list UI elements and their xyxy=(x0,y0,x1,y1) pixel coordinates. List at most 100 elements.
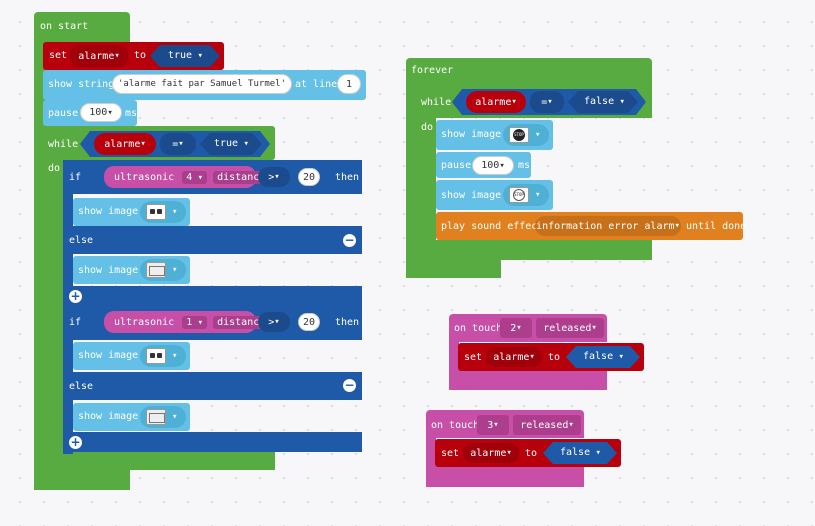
image-dropdown[interactable]: ▾ xyxy=(140,201,186,223)
threshold-input[interactable]: 20 xyxy=(298,168,320,186)
forever-pause-dropdown[interactable]: 100 xyxy=(472,156,514,175)
while-keyword: while xyxy=(48,139,79,150)
forever-condition[interactable]: alarme = false xyxy=(452,89,646,115)
add-else-icon-2[interactable]: + xyxy=(69,435,82,449)
boolean-true-dropdown[interactable]: true xyxy=(150,45,220,67)
threshold-value: 20 xyxy=(302,316,316,328)
variable-dropdown-alarme[interactable]: alarme xyxy=(70,45,128,67)
ultrasonic-sensor-block[interactable]: ultrasonic 4 distance xyxy=(104,166,270,188)
forever-while-arm xyxy=(416,116,436,244)
stop-sign-text: STOP xyxy=(513,189,525,201)
on-start-foot xyxy=(34,468,130,490)
variable-dropdown[interactable]: alarme xyxy=(486,347,542,367)
remove-else-icon-2[interactable]: − xyxy=(343,378,356,392)
on-touch-3-arm xyxy=(426,436,436,487)
to-keyword: to xyxy=(134,50,147,61)
on-touch-3-foot xyxy=(426,466,584,487)
show-image-keyword: show image xyxy=(78,206,139,217)
if-1-arm xyxy=(63,192,73,316)
forever-hat[interactable] xyxy=(406,58,652,88)
on-touch-2-foot xyxy=(449,370,607,390)
chevron-down-icon: ▾ xyxy=(172,265,178,275)
sensor-port-dropdown[interactable]: 1 xyxy=(182,315,208,329)
distance-label: distance xyxy=(213,170,270,184)
stop-image-dropdown[interactable]: STOP ▾ xyxy=(503,124,549,146)
chevron-down-icon: ▾ xyxy=(172,412,178,422)
else-image-dropdown[interactable]: ▾ xyxy=(140,259,186,281)
forever-while-foot xyxy=(416,240,652,260)
then-keyword-2: then xyxy=(335,317,360,328)
else-show-image-keyword-2: show image xyxy=(78,411,139,422)
forever-variable: alarme xyxy=(475,96,512,108)
chevron-down-icon: ▾ xyxy=(535,190,541,200)
until-done-keyword: until done xyxy=(686,221,747,232)
pause-value: 100 xyxy=(89,107,108,118)
while-variable: alarme xyxy=(104,138,141,150)
equals-operator-dropdown[interactable]: = xyxy=(160,133,196,155)
while-condition[interactable]: alarme = true xyxy=(80,131,270,157)
if-keyword-2: if xyxy=(69,317,82,328)
forever-value: false xyxy=(584,96,625,107)
sensor-port: 4 xyxy=(186,171,193,183)
distance-label: distance xyxy=(213,315,270,329)
else-keyword-2: else xyxy=(69,381,94,392)
threshold-value: 20 xyxy=(302,171,316,183)
chevron-down-icon: ▾ xyxy=(535,130,541,140)
set-keyword: set xyxy=(49,50,68,61)
to-keyword: to xyxy=(525,448,538,459)
ms-label: ms xyxy=(125,108,138,119)
forever-foot xyxy=(406,258,501,278)
boolean-value: true xyxy=(168,50,203,61)
while-variable-dropdown[interactable]: alarme xyxy=(94,133,156,155)
comparison-dropdown-2[interactable]: > xyxy=(258,312,290,332)
else-keyword: else xyxy=(69,235,94,246)
while-foot xyxy=(43,452,275,470)
forever-false-dropdown[interactable]: false xyxy=(568,91,638,113)
add-else-icon[interactable]: + xyxy=(69,289,82,303)
grid-image xyxy=(146,409,166,425)
while-true-dropdown[interactable]: true xyxy=(200,133,262,155)
touch-pin-dropdown[interactable]: 3 xyxy=(477,415,509,435)
on-touch-2-arm xyxy=(449,340,459,390)
forever-equals-dropdown[interactable]: = xyxy=(530,91,564,113)
stop-sign-text: STOP xyxy=(513,129,525,141)
stop-image-dropdown-2[interactable]: STOP ▾ xyxy=(503,184,549,206)
if-1-foot xyxy=(63,286,362,306)
image-dropdown-2[interactable]: ▾ xyxy=(140,345,186,367)
while-value: true xyxy=(214,138,249,149)
do-keyword: do xyxy=(48,163,61,174)
string-value: 'alarme fait par Samuel Turmel' xyxy=(118,79,286,89)
stop-sign-image: STOP xyxy=(509,127,529,143)
remove-else-icon[interactable]: − xyxy=(343,233,356,247)
false-dropdown[interactable]: false xyxy=(543,442,617,464)
if-keyword: if xyxy=(69,172,82,183)
touch-event-dropdown[interactable]: released xyxy=(513,415,581,435)
sound-effect-dropdown[interactable]: information error alarm xyxy=(535,216,681,236)
while-arm xyxy=(43,158,63,454)
robot-face-image xyxy=(146,348,166,364)
operator: = xyxy=(541,96,548,108)
variable-name: alarme xyxy=(493,351,530,363)
comparison-dropdown[interactable]: > xyxy=(258,167,290,187)
variable-dropdown[interactable]: alarme xyxy=(463,443,519,463)
comparison-operator: > xyxy=(268,316,275,328)
threshold-input-2[interactable]: 20 xyxy=(298,313,320,331)
string-input[interactable]: 'alarme fait par Samuel Turmel' xyxy=(112,74,292,94)
on-start-hat[interactable] xyxy=(34,12,130,42)
pause-value-dropdown[interactable]: 100 xyxy=(80,103,122,122)
sensor-port: 1 xyxy=(186,316,193,328)
touch-pin-dropdown[interactable]: 2 xyxy=(500,318,532,338)
show-image-keyword-2: show image xyxy=(78,350,139,361)
forever-variable-dropdown[interactable]: alarme xyxy=(466,91,526,113)
ultrasonic-sensor-block-2[interactable]: ultrasonic 1 distance xyxy=(104,311,270,333)
pause-keyword: pause xyxy=(441,160,472,171)
line-number-input[interactable]: 1 xyxy=(337,74,361,94)
operator: = xyxy=(172,138,179,150)
ms-label: ms xyxy=(518,160,531,171)
false-dropdown[interactable]: false xyxy=(566,346,640,368)
to-keyword: to xyxy=(548,352,561,363)
sensor-label: ultrasonic xyxy=(114,316,175,328)
sensor-port-dropdown[interactable]: 4 xyxy=(182,170,208,184)
else-image-dropdown-2[interactable]: ▾ xyxy=(140,406,186,428)
touch-event-dropdown[interactable]: released xyxy=(536,318,604,338)
